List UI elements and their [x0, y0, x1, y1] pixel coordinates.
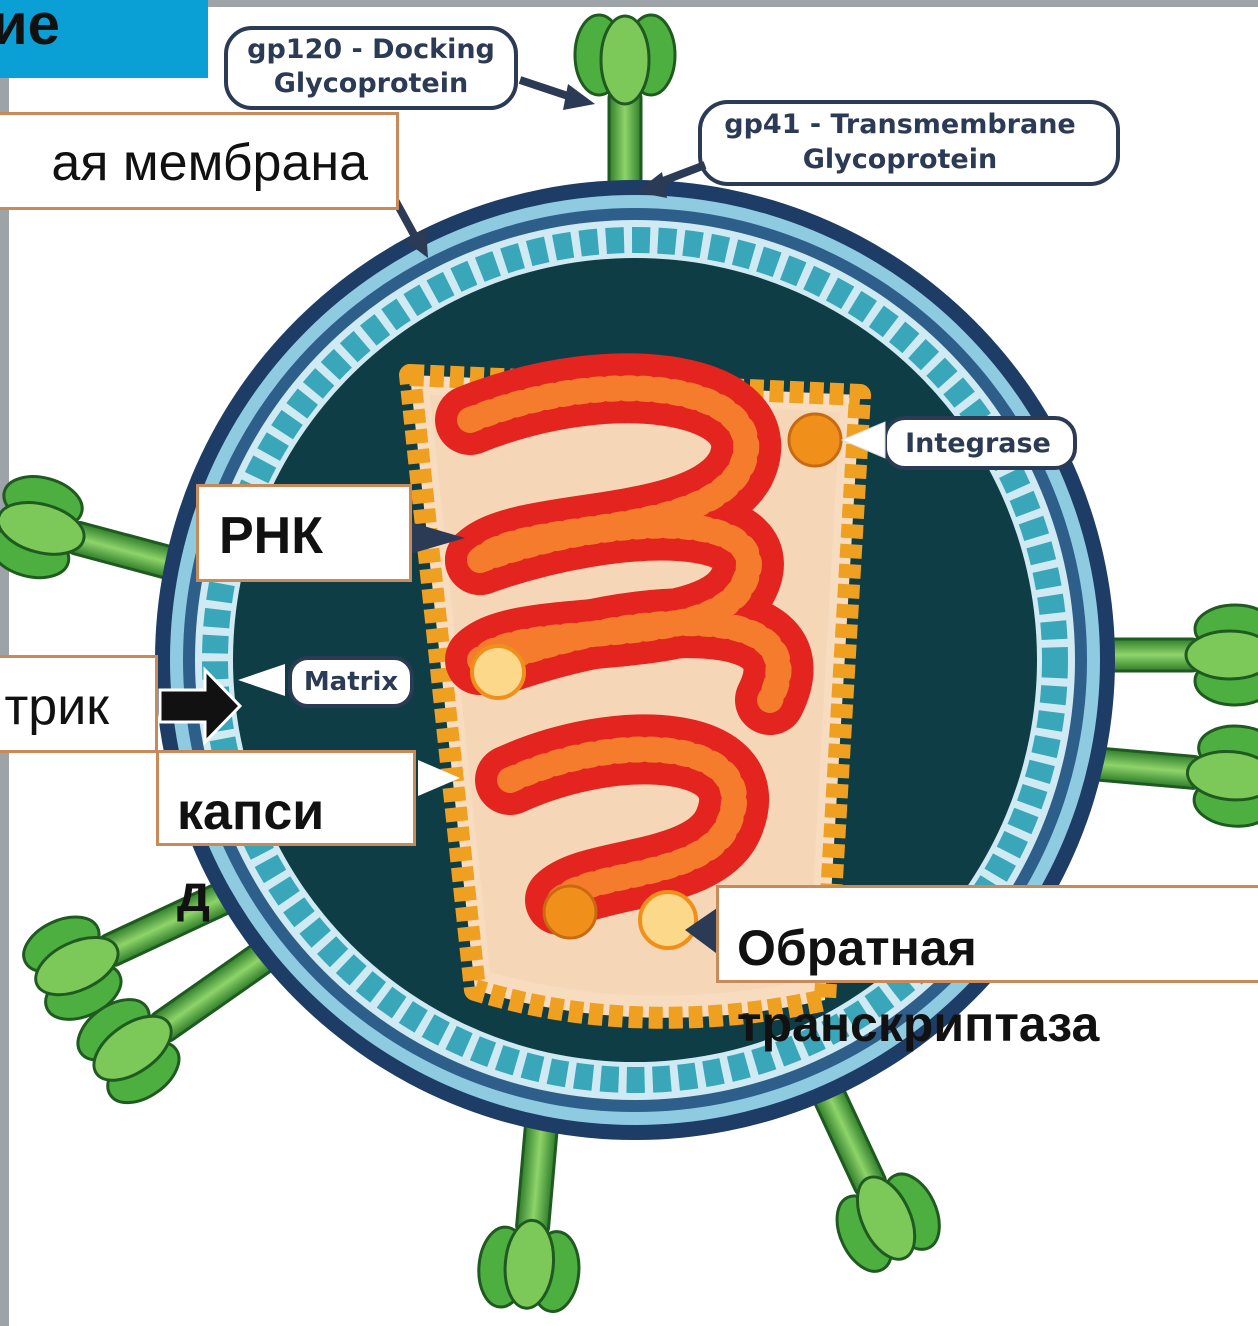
label-matrix-ru-text: трик [4, 658, 109, 756]
integrase-label: Integrase [905, 428, 1051, 459]
gp120-line1: gp120 - Docking [247, 34, 495, 65]
label-capsid-text: капси д [177, 771, 324, 935]
reverse-transcriptase-enzyme [640, 892, 696, 948]
gp41-line1: gp41 - Transmembrane [724, 109, 1076, 140]
label-rna-text: РНК [219, 507, 323, 565]
label-matrix-ru: трик [0, 655, 158, 753]
matrix-label: Matrix [304, 667, 399, 697]
label-membrane-text: ая мембрана [51, 137, 368, 189]
enzyme-yellow [472, 646, 524, 698]
label-capsid: капси д [156, 750, 416, 846]
gp41-callout: gp41 - Transmembrane Glycoprotein [636, 102, 1118, 198]
label-membrane: ая мембрана [0, 112, 399, 210]
gp41-line2: Glycoprotein [803, 144, 997, 175]
integrase-enzyme [789, 414, 841, 466]
gp120-line2: Glycoprotein [274, 68, 468, 99]
slide-title-box: ие [0, 0, 208, 78]
enzyme-orange [544, 886, 596, 938]
slide-title-text: ие [0, 0, 60, 50]
gp120-callout: gp120 - Docking Glycoprotein [226, 28, 595, 110]
label-rna: РНК [196, 484, 412, 582]
label-reverse-transcriptase-text: Обратная транскриптаза [737, 910, 1099, 1062]
label-reverse-transcriptase: Обратная транскриптаза [716, 885, 1258, 983]
